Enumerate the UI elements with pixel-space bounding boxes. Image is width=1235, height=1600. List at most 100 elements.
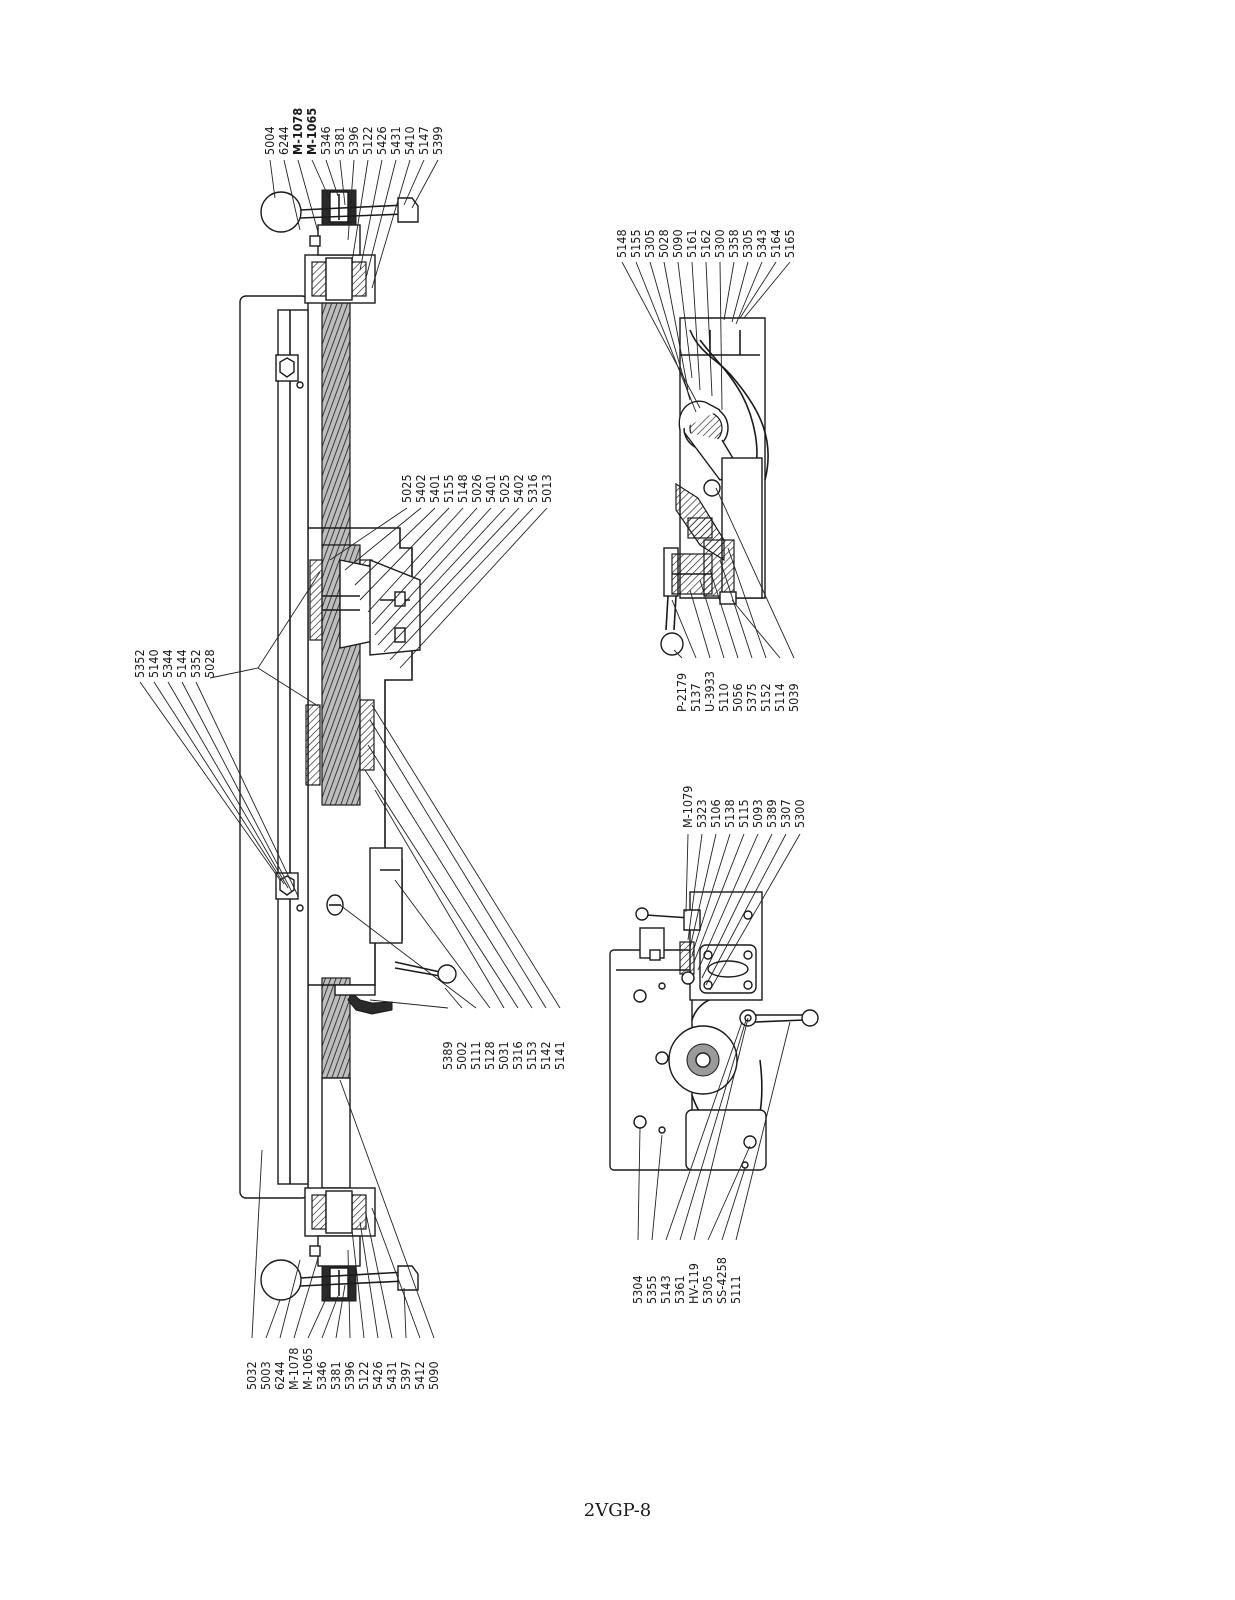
callout: 5153 [524,1041,539,1070]
callout: 5155 [441,474,456,503]
callout: 5090 [426,1361,441,1390]
callout: 5141 [552,1041,567,1070]
callout: 5307 [778,799,793,828]
callout: 5155 [628,229,643,258]
section-view: 5148 5155 5305 5028 5090 5161 5162 5300 … [614,229,801,712]
callout: 5161 [684,229,699,258]
callout: 5164 [768,229,783,258]
callout: 5122 [356,1361,371,1390]
callout: 5147 [416,126,431,155]
callout: 5148 [614,229,629,258]
callout: 5375 [744,683,759,712]
callout: 5122 [360,126,375,155]
callout: 5115 [736,799,751,828]
main-lower-callouts: 5389 5002 5111 5128 5031 5316 5153 5142 … [440,1041,567,1070]
callout: 5410 [402,126,417,155]
callout: M-1078 [290,108,305,155]
end-bottom-callouts: 5304 5355 5143 5361 HV-119 5305 SS-4258 … [630,1257,743,1304]
callout: 5114 [772,683,787,712]
main-carriage-leaders [329,507,548,669]
callout: U-3933 [702,671,717,712]
callout: 5152 [758,683,773,712]
callout: 5396 [346,126,361,155]
callout: 5412 [412,1361,427,1390]
callout: 5355 [644,1275,659,1304]
callout: 5426 [370,1361,385,1390]
callout: 6244 [272,1361,287,1390]
callout: 5396 [342,1361,357,1390]
callout: 5128 [482,1041,497,1070]
callout: 5140 [146,649,161,678]
main-lower-leaders [339,704,561,1009]
callout: M-1065 [300,1348,315,1390]
callout: 5090 [670,229,685,258]
callout: 5003 [258,1361,273,1390]
callout: 5039 [786,683,801,712]
callout: 5389 [440,1041,455,1070]
section-top-callouts: 5148 5155 5305 5028 5090 5161 5162 5300 … [614,229,797,258]
callout: 5305 [700,1275,715,1304]
callout: 5305 [740,229,755,258]
callout: 5300 [712,229,727,258]
callout: 5144 [174,649,189,678]
callout: M-1078 [286,1348,301,1390]
callout: M-1079 [680,786,695,828]
section-bottom-callouts: P-2179 5137 U-3933 5110 5056 5375 5152 5… [674,671,801,712]
callout: 5142 [538,1041,553,1070]
callout: 5110 [716,683,731,712]
callout: 5344 [160,649,175,678]
callout: 5323 [694,799,709,828]
main-top-leaders [269,159,439,289]
callout: 5093 [750,799,765,828]
main-top-callouts: 5004 6244 M-1078 M-1065 5346 5381 5396 5… [262,108,445,155]
callout: 5300 [792,799,807,828]
page-number: 2VGP-8 [583,1500,652,1521]
end-bottom-leaders [637,1017,791,1241]
callout: 5361 [672,1275,687,1304]
callout: 5013 [539,474,554,503]
end-top-callouts: M-1079 5323 5106 5138 5115 5093 5389 530… [680,786,807,828]
table-rail [277,309,309,1185]
rail-clamp-top [275,354,304,389]
callout: 5401 [427,474,442,503]
callout: 5028 [656,229,671,258]
upper-end-assembly [260,189,419,304]
carriage [305,527,421,986]
lead-screw-upper [321,299,351,546]
callout: 5352 [132,649,147,678]
main-bottom-leaders [251,1079,435,1339]
callout: 5111 [468,1041,483,1070]
callout: 5026 [469,474,484,503]
callout: 5397 [398,1361,413,1390]
callout: 5358 [726,229,741,258]
callout: HV-119 [686,1263,701,1304]
callout: 5148 [455,474,470,503]
carriage-lock-handle [334,961,457,1015]
callout: 5111 [728,1275,743,1304]
callout: 5025 [497,474,512,503]
lower-end-assembly [260,1187,419,1302]
callout: 5028 [202,649,217,678]
callout: 5056 [730,683,745,712]
callout: 5402 [511,474,526,503]
callout: 6244 [276,126,291,155]
callout: 5346 [314,1361,329,1390]
callout: 5381 [328,1361,343,1390]
callout: 5431 [384,1361,399,1390]
callout: 5401 [483,474,498,503]
callout: M-1065 [304,108,319,155]
callout: 5346 [318,126,333,155]
callout: 5431 [388,126,403,155]
callout: 5304 [630,1275,645,1304]
main-bottom-callouts: 5032 5003 6244 M-1078 M-1065 5346 5381 5… [244,1348,441,1390]
end-top-leaders [685,833,801,991]
callout: 5305 [642,229,657,258]
callout: 5399 [430,126,445,155]
callout: 5002 [454,1041,469,1070]
section-bottom-leaders [671,487,795,659]
callout: 5025 [399,474,414,503]
callout: 5352 [188,649,203,678]
main-carriage-callouts: 5025 5402 5401 5155 5148 5026 5401 5025 … [399,474,554,503]
callout: 5143 [658,1275,673,1304]
